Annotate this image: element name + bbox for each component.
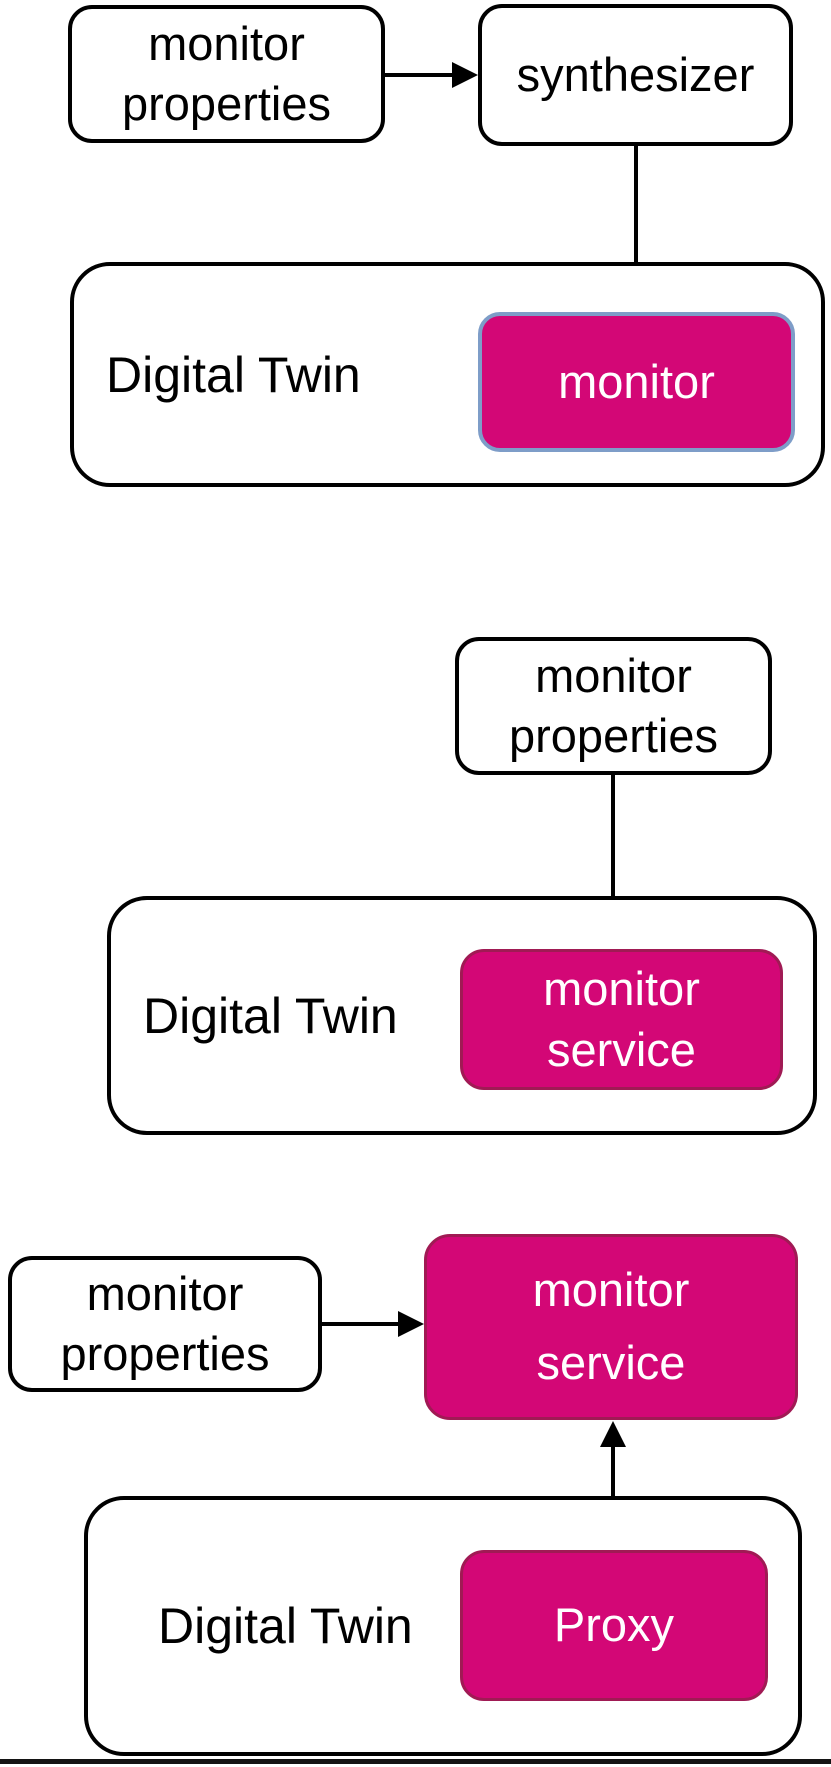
digital-twin-label-3: Digital Twin [158,1598,413,1654]
proxy-box: Proxy [460,1550,768,1701]
arrow-properties-to-service-line [611,775,615,927]
arrow-proxy-to-service-head-icon [600,1421,626,1447]
digital-twin-label-2: Digital Twin [143,988,398,1044]
synthesizer-box: synthesizer [478,4,793,146]
arrow-properties-to-synthesizer-head-icon [452,62,478,88]
monitor-properties-box-2: monitor properties [455,637,772,775]
monitor-box: monitor [478,312,795,452]
monitor-properties-box-3: monitor properties [8,1256,322,1392]
bottom-divider-line [0,1759,831,1764]
monitor-service-box-3: monitor service [424,1234,798,1420]
arrow-properties-to-service3-line [322,1322,402,1326]
arrow-properties-to-service3-head-icon [398,1311,424,1337]
monitor-service-box-2: monitor service [460,949,783,1090]
arrow-synthesizer-to-monitor-line [634,146,638,291]
digital-twin-label-1: Digital Twin [106,347,361,403]
monitor-properties-box-1: monitor properties [68,5,385,143]
arrow-properties-to-synthesizer-line [385,73,460,77]
